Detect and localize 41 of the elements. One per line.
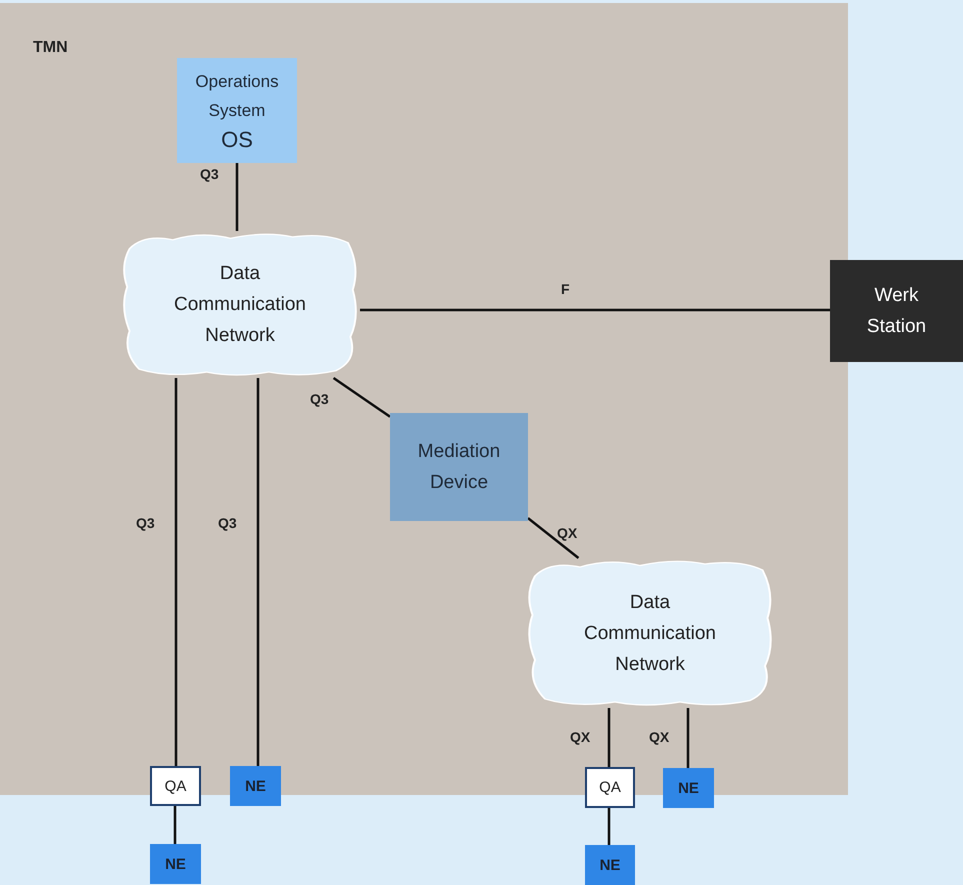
edge-label: QX <box>557 525 578 541</box>
node-label: QA <box>599 778 621 798</box>
panel-title: TMN <box>33 39 68 57</box>
node-label: OS <box>221 126 253 154</box>
connector-line <box>608 808 610 845</box>
node-label: NE <box>678 778 699 798</box>
workstation-box <box>830 260 963 362</box>
connector-line <box>527 517 580 559</box>
node-label: NE <box>245 776 266 796</box>
node-label: Data Communication Network <box>583 590 717 676</box>
connector-line <box>236 163 238 231</box>
edge-label: Q3 <box>200 166 219 182</box>
connector-line <box>360 308 830 312</box>
network-element-box <box>585 845 635 885</box>
node-label: Mediation Device <box>416 440 502 495</box>
adapter-box <box>150 766 201 806</box>
node-label: Data Communication Network <box>173 262 307 348</box>
network-element-box <box>230 766 281 806</box>
tmn-panel <box>0 3 848 795</box>
network-element-box <box>150 844 201 884</box>
edge-label: Q3 <box>218 515 237 531</box>
network-element-box <box>663 768 714 808</box>
node-label: Werk Station <box>866 284 928 339</box>
connector-line <box>608 708 610 767</box>
node-label: NE <box>600 856 620 876</box>
edge-label: QX <box>570 729 590 745</box>
node-label: QA <box>164 776 186 796</box>
adapter-box <box>585 767 635 808</box>
connector-line <box>174 378 178 766</box>
edge-label: QX <box>649 729 670 745</box>
connector-line <box>332 376 391 418</box>
edge-label: Q3 <box>136 515 155 531</box>
node-label: NE <box>165 854 186 874</box>
operations-system-box <box>177 58 297 163</box>
edge-label: Q3 <box>310 391 329 407</box>
edge-label: F <box>561 281 570 297</box>
node-label: Operations System <box>194 71 280 122</box>
connector-line <box>174 806 176 844</box>
mediation-device-box <box>390 413 528 521</box>
connector-line <box>256 378 260 766</box>
connector-line <box>686 708 690 768</box>
